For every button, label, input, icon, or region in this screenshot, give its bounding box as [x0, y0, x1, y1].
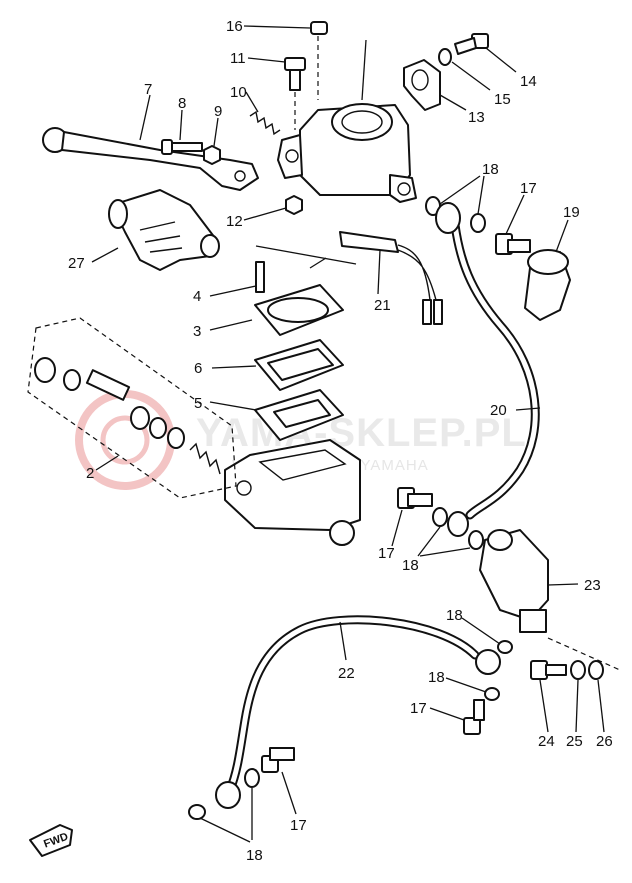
callout-2: 2 [86, 465, 94, 482]
callout-4: 4 [193, 288, 201, 305]
brake-switch [108, 189, 220, 271]
mount-washer [570, 660, 586, 680]
washer-f [484, 687, 500, 701]
callout-13: 13 [468, 109, 485, 126]
callout-21: 21 [374, 297, 391, 314]
callout-18-bottom: 18 [246, 847, 263, 864]
callout-14: 14 [520, 73, 537, 90]
lever-nut [285, 195, 303, 215]
callout-20: 20 [490, 402, 507, 419]
banjo-bolt-mid [397, 487, 433, 509]
callout-9: 9 [214, 103, 222, 120]
piston-kit [27, 317, 237, 499]
fwd-arrow: FWD [29, 824, 73, 857]
washer-b [470, 213, 486, 233]
callout-labels: 16 11 10 7 8 9 12 14 15 13 18 17 19 27 4… [68, 18, 613, 864]
callout-27: 27 [68, 255, 85, 272]
mount-washer-b [588, 660, 604, 680]
hose-fitting-mid [447, 511, 469, 537]
callout-5: 5 [194, 395, 202, 412]
hose-lower [215, 615, 501, 809]
clamp-bolt [454, 33, 489, 55]
callout-8: 8 [178, 95, 186, 112]
clamp-washer [438, 48, 452, 66]
watermark-brand: YAMA-SKLEP.PL [196, 411, 527, 455]
washer-c [432, 507, 448, 527]
reservoir-diaphragm-set [254, 261, 344, 441]
leader-lines [91, 25, 605, 843]
callout-12: 12 [226, 213, 243, 230]
washer-d [468, 530, 484, 550]
master-cylinder-lower [224, 439, 361, 546]
callout-18-upper: 18 [482, 161, 499, 178]
callout-26: 26 [596, 733, 613, 750]
callout-17-lower: 17 [410, 700, 427, 717]
washer-g [244, 768, 260, 788]
callout-18-joint: 18 [446, 607, 463, 624]
callout-7: 7 [144, 81, 152, 98]
callout-18-lower: 18 [428, 669, 445, 686]
callout-16: 16 [226, 18, 243, 35]
callout-22: 22 [338, 665, 355, 682]
callout-24: 24 [538, 733, 555, 750]
callout-11: 11 [230, 50, 246, 67]
dust-cap [524, 249, 571, 321]
callout-17-mid: 17 [378, 545, 395, 562]
banjo-bolt-upper [495, 233, 531, 255]
return-spring [249, 110, 281, 136]
callout-18-mid: 18 [402, 557, 419, 574]
watermark-logo-core [100, 415, 150, 465]
handlebar-clamp [403, 59, 441, 111]
master-cylinder-upper [277, 103, 417, 203]
lever-bolt [284, 57, 306, 130]
banjo-bolt-caliper [261, 747, 295, 773]
brake-lever [42, 127, 259, 191]
cap-bolt [310, 21, 328, 100]
callout-17-bottom: 17 [290, 817, 307, 834]
callout-17-upper: 17 [520, 180, 537, 197]
callout-25: 25 [566, 733, 583, 750]
stop-switch [339, 231, 443, 325]
callout-3: 3 [193, 323, 201, 340]
callout-15: 15 [494, 91, 511, 108]
banjo-bolt-lower [463, 699, 485, 735]
washer-e [497, 640, 513, 654]
callout-6: 6 [194, 360, 202, 377]
pivot-bolt [161, 139, 203, 155]
pivot-nut [203, 145, 221, 165]
mount-bolt [530, 660, 567, 680]
callout-23: 23 [584, 577, 601, 594]
callout-19: 19 [563, 204, 580, 221]
hose-joint [479, 529, 549, 633]
washer-h [188, 804, 206, 820]
hose-upper [435, 202, 540, 520]
callout-10: 10 [230, 84, 247, 101]
